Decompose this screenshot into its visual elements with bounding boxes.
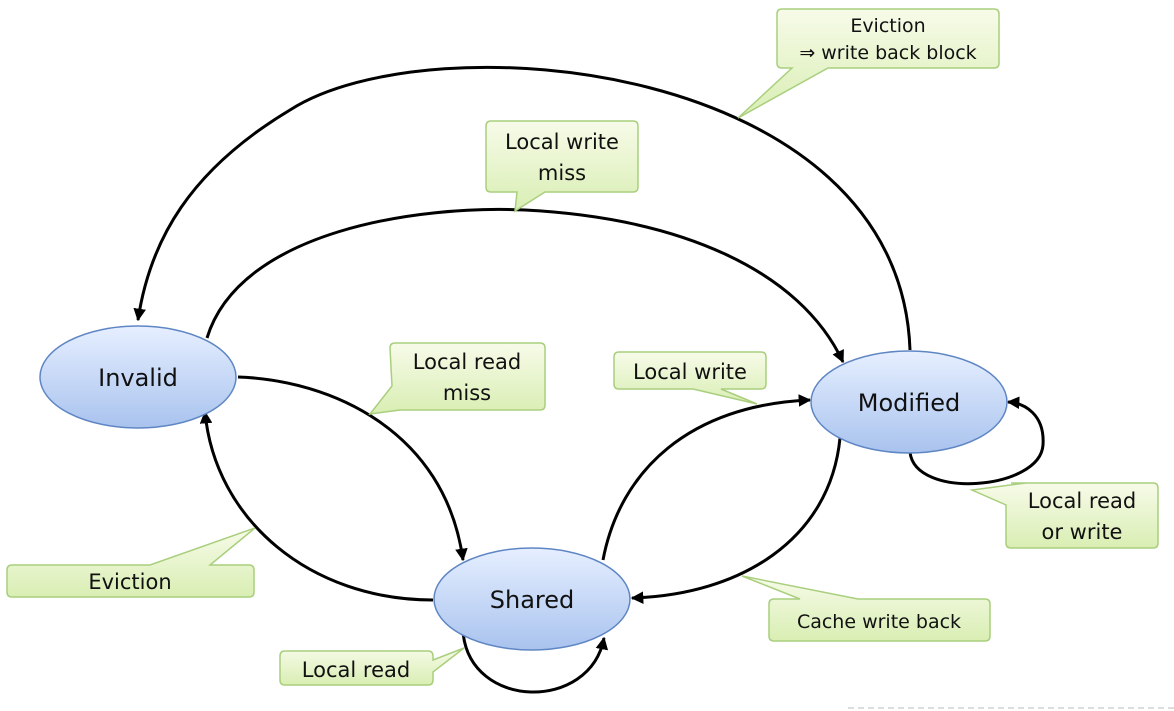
callout-cache-write-back-text: Cache write back bbox=[797, 611, 961, 633]
callout-local-write-miss-line2: miss bbox=[538, 161, 586, 185]
edge-modified-self-loop bbox=[908, 396, 1045, 486]
callout-local-read: Local read bbox=[279, 647, 465, 686]
state-invalid: Invalid bbox=[39, 325, 237, 429]
state-shared: Shared bbox=[433, 547, 631, 651]
edge-shared-self-loop bbox=[461, 631, 609, 694]
callout-local-write-miss: Local write miss bbox=[485, 120, 639, 213]
callout-cache-write-back: Cache write back bbox=[741, 575, 991, 642]
callout-local-read-or-write-line2: or write bbox=[1042, 520, 1123, 544]
callout-local-read-text: Local read bbox=[302, 658, 410, 682]
callout-eviction-text: Eviction bbox=[88, 570, 171, 594]
edge-shared-to-modified-write bbox=[601, 394, 812, 561]
callout-local-read-miss-line1: Local read bbox=[413, 350, 521, 374]
callout-local-read-miss: Local read miss bbox=[368, 342, 546, 415]
state-modified: Modified bbox=[810, 350, 1008, 454]
edge-modified-to-invalid-eviction bbox=[133, 65, 912, 351]
callout-local-read-or-write: Local read or write bbox=[969, 482, 1159, 549]
edge-modified-to-shared-write-back bbox=[630, 437, 842, 604]
callout-local-write-miss-line1: Local write bbox=[505, 130, 619, 154]
callout-eviction-writeback-line2: ⇒ write back block bbox=[799, 42, 976, 64]
callout-local-read-or-write-line1: Local read bbox=[1028, 489, 1136, 513]
callout-local-write: Local write bbox=[613, 351, 767, 405]
callout-eviction: Eviction bbox=[6, 527, 256, 598]
callout-eviction-writeback-line1: Eviction bbox=[850, 15, 925, 37]
edge-invalid-to-shared-read-miss bbox=[237, 375, 468, 562]
state-invalid-label: Invalid bbox=[98, 364, 178, 392]
edge-invalid-to-modified-write-miss bbox=[205, 207, 845, 364]
edge-shared-to-invalid-eviction bbox=[199, 410, 434, 602]
state-shared-label: Shared bbox=[490, 586, 575, 614]
state-modified-label: Modified bbox=[858, 389, 960, 417]
callout-eviction-writeback: Eviction ⇒ write back block bbox=[737, 8, 1000, 119]
callout-local-read-miss-line2: miss bbox=[443, 381, 491, 405]
callout-local-write-text: Local write bbox=[633, 360, 747, 384]
